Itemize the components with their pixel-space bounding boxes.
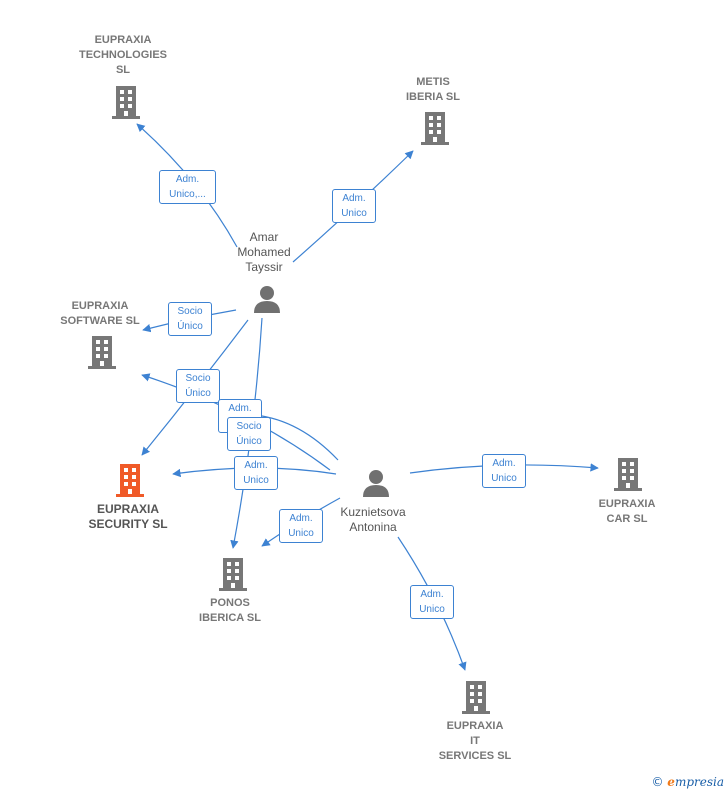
building-icon (86, 334, 118, 375)
edge-label-adm-security-b: Adm. Unico (234, 456, 278, 490)
person-label-kuznietsova[interactable]: Kuznietsova Antonina (340, 505, 406, 534)
edge-label-amar-technologies: Adm. Unico,... (159, 170, 216, 204)
person-label-amar[interactable]: Amar Mohamed Tayssir (237, 230, 291, 274)
company-label-eupraxia-security[interactable]: EUPRAXIA SECURITY SL (88, 502, 168, 531)
edge-label-amar-metis: Adm. Unico (332, 189, 376, 223)
brand-initial: e (667, 775, 675, 789)
company-label-metis-iberia[interactable]: METIS IBERIA SL (406, 76, 460, 103)
building-icon (460, 679, 492, 720)
company-label-eupraxia-it-services[interactable]: EUPRAXIA IT SERVICES SL (438, 720, 512, 762)
company-label-ponos-iberica[interactable]: PONOS IBERICA SL (199, 597, 261, 624)
company-label-eupraxia-technologies[interactable]: EUPRAXIA TECHNOLOGIES SL (78, 34, 167, 76)
building-icon (612, 456, 644, 497)
edge-label-kuz-car: Adm. Unico (482, 454, 526, 488)
company-label-eupraxia-car[interactable]: EUPRAXIA CAR SL (598, 498, 656, 525)
building-icon-highlighted (114, 462, 146, 503)
copyright-icon: © (651, 775, 664, 789)
edge-label-amar-software: Socio Único (168, 302, 212, 336)
building-icon (110, 84, 142, 125)
building-icon (217, 556, 249, 597)
edge-label-socio-security: Socio Único (176, 369, 220, 403)
person-icon (361, 468, 391, 503)
company-label-eupraxia-software[interactable]: EUPRAXIA SOFTWARE SL (60, 300, 140, 327)
empresia-logo[interactable]: © empresia (651, 775, 724, 789)
brand-name: mpresia (674, 775, 724, 789)
edge-label-kuz-ponos: Adm. Unico (279, 509, 323, 543)
building-icon (419, 110, 451, 151)
edge-label-kuz-it: Adm. Unico (410, 585, 454, 619)
person-icon (252, 284, 282, 319)
edge-label-socio-ponos: Socio Único (227, 417, 271, 451)
edge-kuz-security-a (254, 414, 339, 461)
